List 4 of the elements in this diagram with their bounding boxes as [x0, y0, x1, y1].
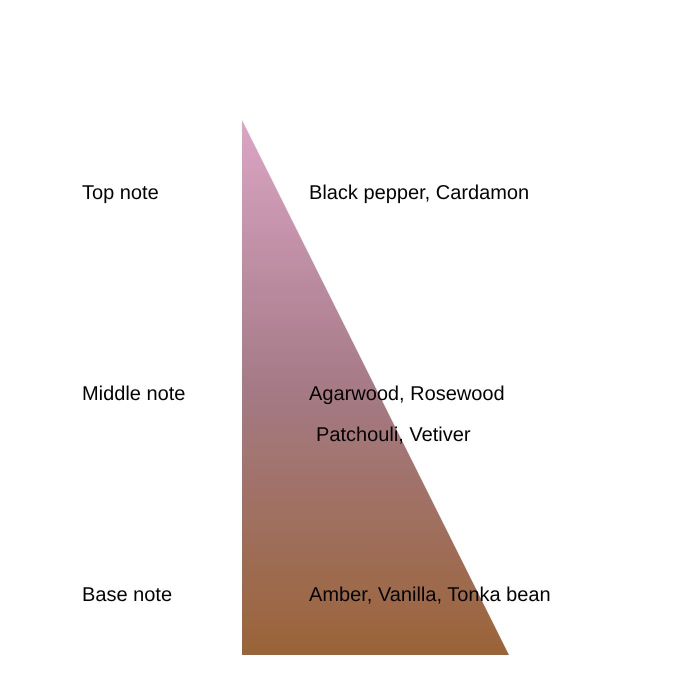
ingredient-text: Black pepper, Cardamon [309, 181, 530, 205]
note-label: Top note [82, 181, 159, 205]
note-label: Middle note [82, 382, 186, 406]
note-label: Base note [82, 583, 172, 607]
